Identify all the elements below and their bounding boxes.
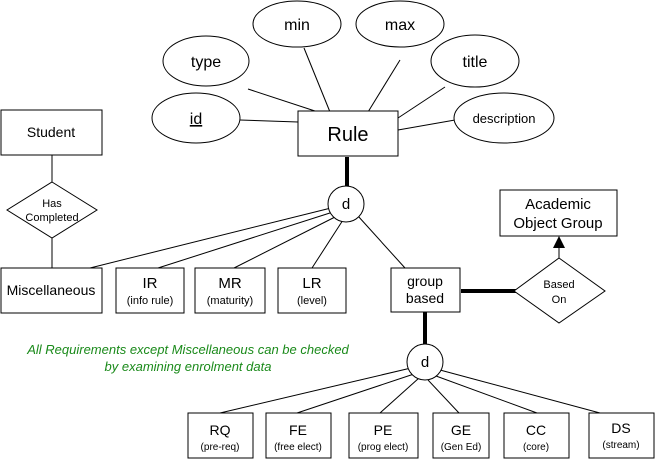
entity-group-label: group xyxy=(407,273,443,289)
entity-ds-label: DS xyxy=(611,420,630,436)
entity-lr-label: LR xyxy=(302,275,321,292)
thick-connectors xyxy=(345,157,516,346)
entity-ds-sublabel: (stream) xyxy=(602,440,639,451)
attribute-max-label: max xyxy=(385,17,415,34)
relationship-completed-label: Completed xyxy=(25,212,78,224)
entity-lr-sublabel: (level) xyxy=(297,295,327,307)
attribute-description-label: description xyxy=(473,111,536,126)
disjoint-circle-bottom xyxy=(406,343,444,381)
relationship-on-label: On xyxy=(552,294,567,306)
attribute-type xyxy=(162,35,250,87)
attribute-min xyxy=(252,0,342,48)
note-line2: by examining enrolment data xyxy=(105,359,272,374)
entity-academic-line2: Object Group xyxy=(513,215,602,232)
disjoint-top-label: d xyxy=(342,196,350,213)
entity-cc xyxy=(503,412,570,459)
entity-pe-sublabel: (prog elect) xyxy=(358,442,409,453)
attribute-description xyxy=(453,92,555,144)
entity-pe-label: PE xyxy=(374,422,393,438)
connector-lines xyxy=(51,47,601,414)
attribute-id-label: id xyxy=(190,111,202,128)
attribute-title-label: title xyxy=(463,54,488,71)
attribute-type-label: type xyxy=(191,54,221,71)
entity-ge-label: GE xyxy=(451,422,471,438)
arrow-head xyxy=(553,236,565,248)
entity-academic-line1: Academic xyxy=(525,196,591,213)
entity-rule-label: Rule xyxy=(327,124,368,146)
entity-student-label: Student xyxy=(27,124,75,140)
relationship-has-label: Has xyxy=(42,198,62,210)
disjoint-circle-top xyxy=(327,185,365,223)
entity-mr-sublabel: (maturity) xyxy=(207,295,253,307)
entity-ir-sublabel: (info rule) xyxy=(127,295,173,307)
entity-rq xyxy=(187,412,254,459)
entity-cc-sublabel: (core) xyxy=(523,442,549,453)
entity-fe xyxy=(265,412,332,459)
entity-mr-label: MR xyxy=(218,275,241,292)
entity-fe-sublabel: (free elect) xyxy=(274,442,322,453)
attribute-id xyxy=(151,92,241,144)
note-line1: All Requirements except Miscellaneous ca… xyxy=(26,342,349,357)
entity-mr xyxy=(194,267,266,314)
attribute-min-label: min xyxy=(284,17,310,34)
entity-fe-label: FE xyxy=(289,422,307,438)
entity-rule xyxy=(297,110,399,157)
relationship-based-on xyxy=(513,257,606,324)
attribute-max xyxy=(355,0,445,48)
entity-ge-sublabel: (Gen Ed) xyxy=(441,442,482,453)
relationship-has-completed xyxy=(6,181,98,239)
attribute-title xyxy=(430,34,520,88)
entity-miscellaneous-label: Miscellaneous xyxy=(7,282,96,298)
entity-pe xyxy=(348,412,419,459)
entity-student xyxy=(0,109,103,156)
entity-ir-label: IR xyxy=(143,275,158,292)
relationship-based-label: Based xyxy=(543,279,574,291)
disjoint-bottom-label: d xyxy=(421,354,429,371)
entity-group-based xyxy=(390,267,461,313)
entity-rq-label: RQ xyxy=(210,422,231,438)
entity-academic-object-group xyxy=(499,189,618,237)
entity-rq-sublabel: (pre-req) xyxy=(201,442,240,453)
entity-ge xyxy=(432,412,490,459)
entity-ds xyxy=(588,412,655,459)
entity-cc-label: CC xyxy=(526,422,546,438)
entity-miscellaneous xyxy=(0,267,103,314)
entity-ir xyxy=(115,267,185,314)
entity-based-label: based xyxy=(406,290,444,306)
entity-lr xyxy=(277,267,347,314)
